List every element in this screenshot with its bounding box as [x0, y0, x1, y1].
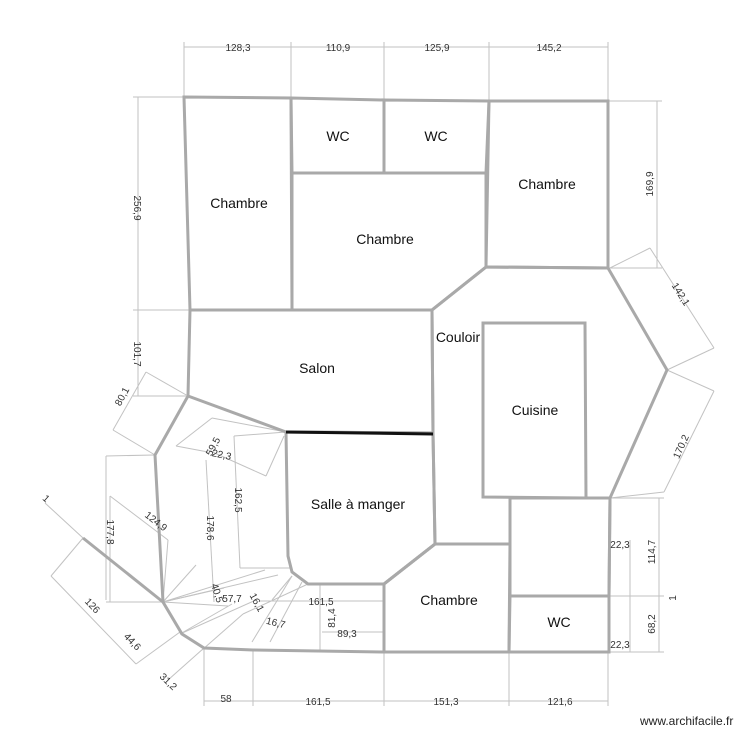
dimension-lines — [44, 42, 715, 706]
room-outline-salle-a-manger — [284, 430, 437, 586]
room-label-chambre-4: Chambre — [420, 592, 478, 608]
room-label-wc-3: WC — [547, 614, 570, 630]
outer-wall-stub — [82, 536, 164, 604]
room-outline-wc-3b — [507, 594, 611, 654]
dim-label-inner-12: 57,7 — [222, 594, 242, 605]
room-label-wc-2: WC — [424, 128, 447, 144]
dim-label-inner-19: 22,3 — [610, 640, 630, 651]
dim-label-top-1: 128,3 — [225, 43, 250, 54]
dim-label-top-4: 145,2 — [536, 43, 561, 54]
salon-divider-wall — [285, 430, 434, 436]
dim-label-bottom-3: 151,3 — [433, 697, 458, 708]
outer-wall-left — [153, 395, 385, 654]
dim-label-top-2: 110,9 — [326, 43, 351, 54]
dim-label-right-3: 170,2 — [672, 433, 692, 461]
dim-label-inner-18: 22,3 — [610, 540, 630, 551]
site-credit: www.archifacile.fr — [640, 714, 734, 728]
room-label-couloir: Couloir — [436, 329, 481, 345]
dim-label-right-1: 169,9 — [645, 171, 656, 196]
dim-label-left-2: 101,7 — [131, 341, 142, 366]
dim-label-inner-15: 161,5 — [308, 597, 333, 608]
dim-label-right-2: 142,1 — [669, 281, 692, 308]
room-label-salon: Salon — [299, 360, 335, 376]
dim-label-bottom-4: 121,6 — [547, 697, 572, 708]
dim-label-inner-8: 126 — [82, 596, 102, 616]
room-outline-wc-3 — [508, 496, 612, 598]
room-label-chambre-1: Chambre — [210, 195, 268, 211]
room-label-wc-1: WC — [326, 128, 349, 144]
room-label-chambre-2: Chambre — [518, 176, 576, 192]
dim-label-left-1: 256,9 — [131, 195, 142, 220]
dim-label-bottom-2: 161,5 — [305, 697, 330, 708]
dim-label-inner-17: 89,3 — [337, 629, 357, 640]
room-labels: Chambre WC WC Chambre Chambre Salon Coul… — [210, 128, 576, 630]
room-label-cuisine: Cuisine — [512, 402, 559, 418]
dim-label-right-4: 114,7 — [647, 539, 658, 564]
dim-label-inner-16: 81,4 — [327, 608, 338, 628]
dim-label-inner-10: 31,2 — [157, 671, 179, 693]
dim-label-inner-4: 178,6 — [204, 515, 215, 540]
dim-label-inner-2: 22,3 — [211, 448, 233, 463]
dim-label-inner-3: 162,5 — [232, 487, 243, 512]
dim-label-top-3: 125,9 — [424, 43, 449, 54]
dim-label-inner-5: 177,8 — [104, 519, 115, 544]
dim-label-inner-14: 16,7 — [265, 616, 287, 631]
dim-label-right-6: 1 — [668, 595, 679, 601]
walls — [82, 95, 669, 654]
dim-label-left-3: 80,1 — [113, 385, 132, 408]
dim-label-inner-9: 44,6 — [121, 631, 143, 653]
room-label-chambre-3: Chambre — [356, 231, 414, 247]
dim-label-right-5: 68,2 — [647, 614, 658, 634]
dim-label-bottom-1: 58 — [220, 694, 232, 705]
dim-label-inner-7: 1 — [40, 493, 52, 505]
room-label-salle-a-manger: Salle à manger — [311, 496, 406, 512]
